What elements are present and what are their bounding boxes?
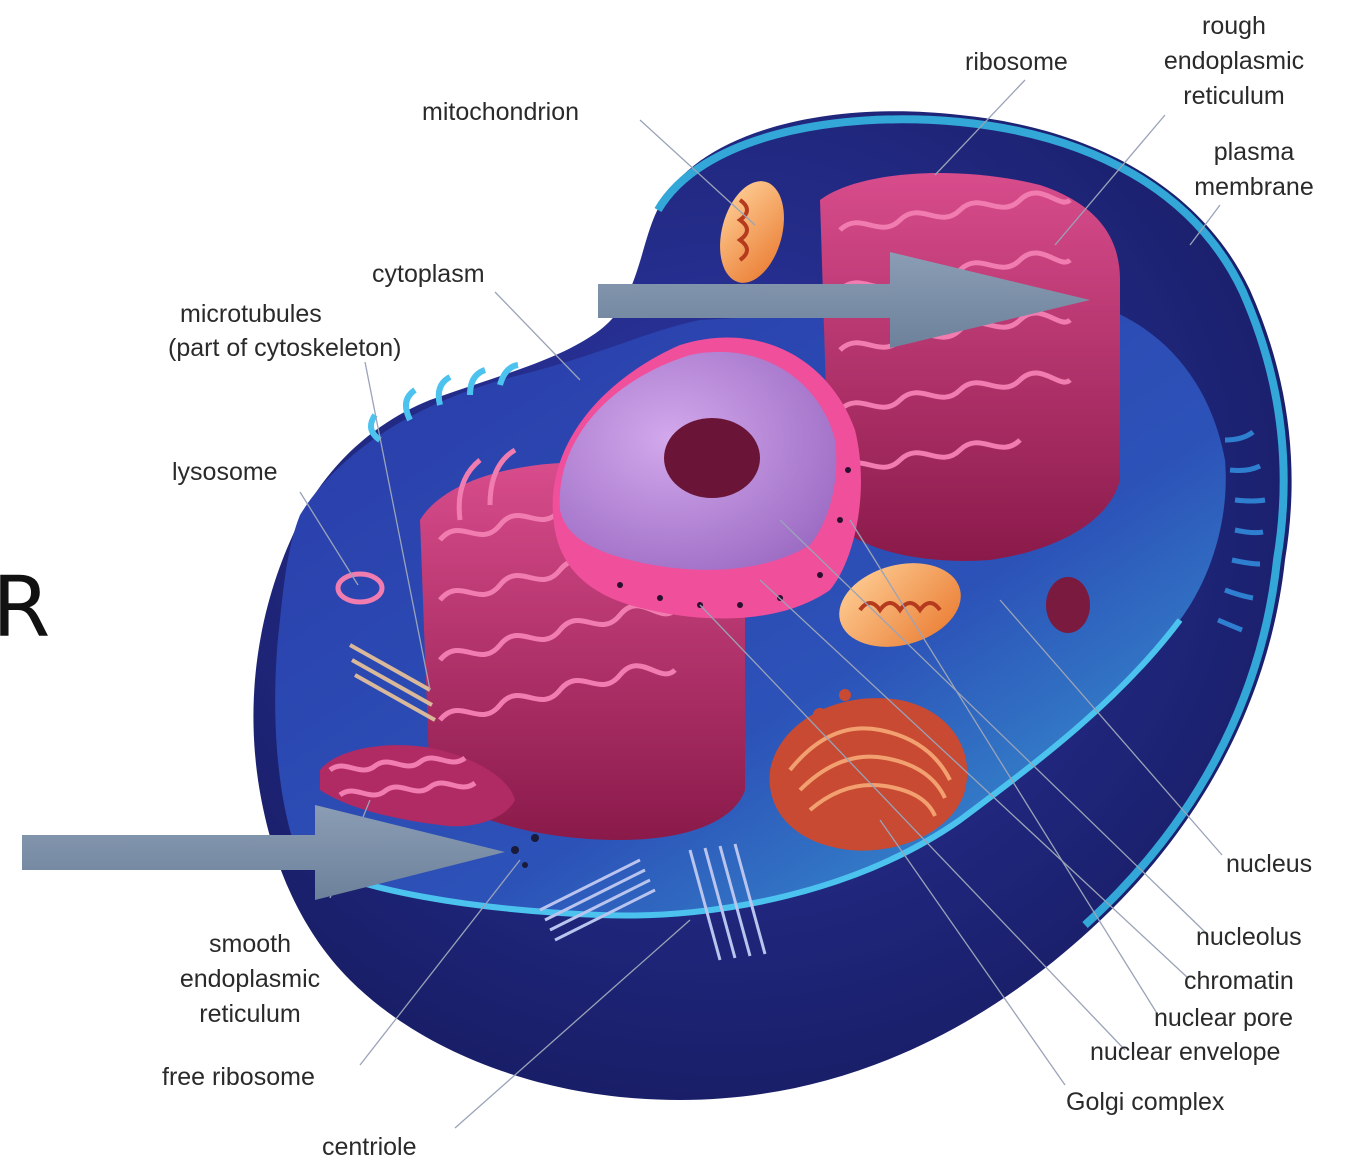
label-nuclear-pore: nuclear pore (1154, 1004, 1293, 1032)
lysosome-right (1046, 577, 1090, 633)
svg-text:(part of cytoskeleton): (part of cytoskeleton) (168, 334, 401, 362)
label-smooth-er: smooth endoplasmic reticulum (180, 930, 320, 1028)
svg-text:reticulum: reticulum (199, 1000, 300, 1028)
svg-text:rough: rough (1202, 12, 1266, 40)
label-mitochondrion: mitochondrion (422, 98, 579, 126)
svg-text:smooth: smooth (209, 930, 291, 958)
svg-text:microtubules: microtubules (180, 300, 322, 328)
label-microtubules: microtubules (part of cytoskeleton) (168, 300, 401, 362)
label-nuclear-envelope: nuclear envelope (1090, 1038, 1280, 1066)
svg-text:plasma: plasma (1214, 138, 1295, 166)
label-plasma-membrane: plasma membrane (1194, 138, 1314, 201)
label-golgi-complex: Golgi complex (1066, 1088, 1225, 1116)
label-nucleolus: nucleolus (1196, 923, 1302, 951)
svg-text:endoplasmic: endoplasmic (180, 965, 320, 993)
svg-text:membrane: membrane (1194, 173, 1314, 201)
label-cytoplasm: cytoplasm (372, 260, 485, 288)
label-centriole: centriole (322, 1133, 417, 1161)
svg-text:endoplasmic: endoplasmic (1164, 47, 1304, 75)
label-nucleus: nucleus (1226, 850, 1312, 878)
label-ribosome: ribosome (965, 48, 1068, 76)
rough-er-block (820, 173, 1120, 561)
label-free-ribosome: free ribosome (162, 1063, 315, 1091)
svg-text:reticulum: reticulum (1183, 82, 1284, 110)
label-lysosome: lysosome (172, 458, 278, 486)
nucleolus (664, 418, 760, 498)
label-rough-er: rough endoplasmic reticulum (1164, 12, 1304, 110)
partial-letter: R (0, 558, 50, 656)
label-chromatin: chromatin (1184, 967, 1294, 995)
